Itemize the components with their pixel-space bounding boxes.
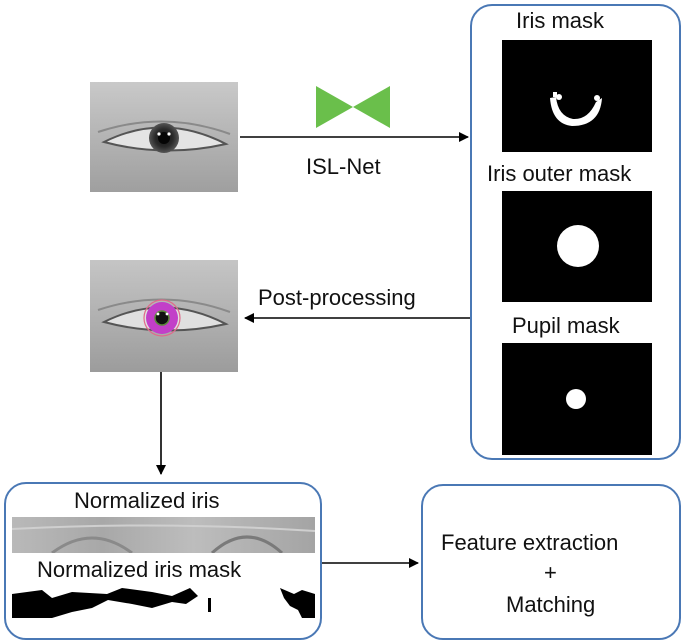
input-eye-image xyxy=(90,82,238,192)
normalized-iris-mask-label: Normalized iris mask xyxy=(37,557,242,582)
iris-outer-mask-image xyxy=(502,191,652,302)
pupil-mask-label: Pupil mask xyxy=(512,313,620,338)
iris-outer-mask-label: Iris outer mask xyxy=(487,161,632,186)
normalized-iris-image xyxy=(12,517,315,553)
post-processing-label: Post-processing xyxy=(258,285,416,310)
feature-extraction-box xyxy=(421,484,681,640)
segmented-eye-image xyxy=(90,260,238,372)
feature-matching: Matching xyxy=(506,592,596,617)
network-label: ISL-Net xyxy=(306,154,381,179)
iris-mask-label: Iris mask xyxy=(516,8,604,33)
feature-plus: + xyxy=(544,560,557,585)
pupil-mask-image xyxy=(502,343,652,455)
iris-mask-image xyxy=(502,40,652,152)
normalized-iris-label: Normalized iris xyxy=(74,488,220,513)
bowtie-encoder-decoder-icon xyxy=(316,86,390,128)
feature-extraction-line1: Feature extraction xyxy=(441,530,619,555)
normalized-iris-mask-image xyxy=(12,584,315,618)
